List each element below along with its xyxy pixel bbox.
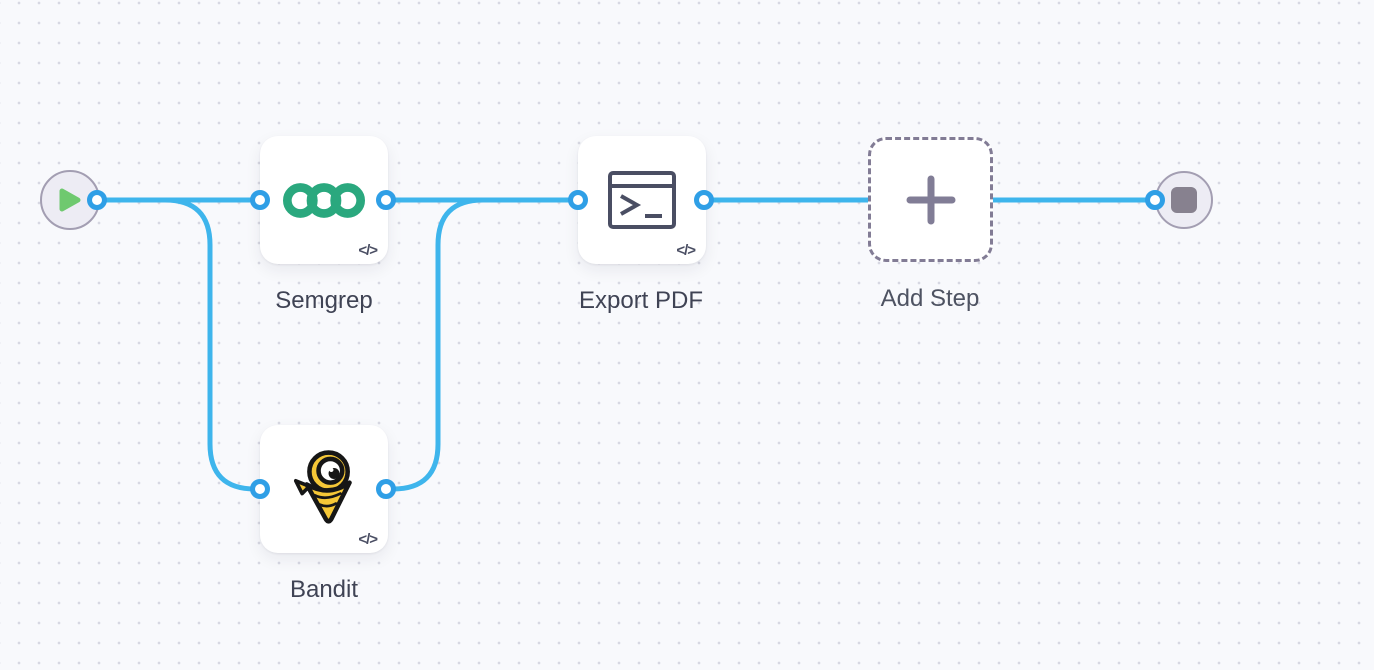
- node-label-semgrep: Semgrep: [275, 287, 373, 314]
- stop-icon: [1171, 187, 1197, 213]
- port-end-input[interactable]: [1145, 190, 1165, 210]
- play-icon: [59, 188, 81, 212]
- node-export-pdf[interactable]: </>: [578, 136, 706, 264]
- port-start-output[interactable]: [87, 190, 107, 210]
- port-export-pdf-output[interactable]: [694, 190, 714, 210]
- semgrep-logo: [283, 182, 365, 218]
- port-semgrep-output[interactable]: [376, 190, 396, 210]
- edge-bandit-exportpdf[interactable]: [383, 197, 581, 492]
- plus-icon: [906, 175, 955, 224]
- port-bandit-input[interactable]: [250, 479, 270, 499]
- code-badge-icon: </>: [358, 531, 378, 548]
- add-step-button[interactable]: [868, 137, 993, 262]
- node-label-bandit: Bandit: [289, 576, 359, 603]
- node-semgrep[interactable]: </>: [260, 136, 388, 264]
- port-export-pdf-input[interactable]: [568, 190, 588, 210]
- node-label-export-pdf: Export PDF: [578, 287, 704, 314]
- node-bandit[interactable]: </>: [260, 425, 388, 553]
- node-label-add-step: Add Step: [880, 285, 980, 312]
- code-badge-icon: </>: [676, 242, 696, 259]
- code-badge-icon: </>: [358, 242, 378, 259]
- port-semgrep-input[interactable]: [250, 190, 270, 210]
- edge-start-bandit[interactable]: [94, 197, 263, 492]
- port-bandit-output[interactable]: [376, 479, 396, 499]
- terminal-icon: [608, 171, 676, 229]
- bandit-logo: [293, 450, 352, 524]
